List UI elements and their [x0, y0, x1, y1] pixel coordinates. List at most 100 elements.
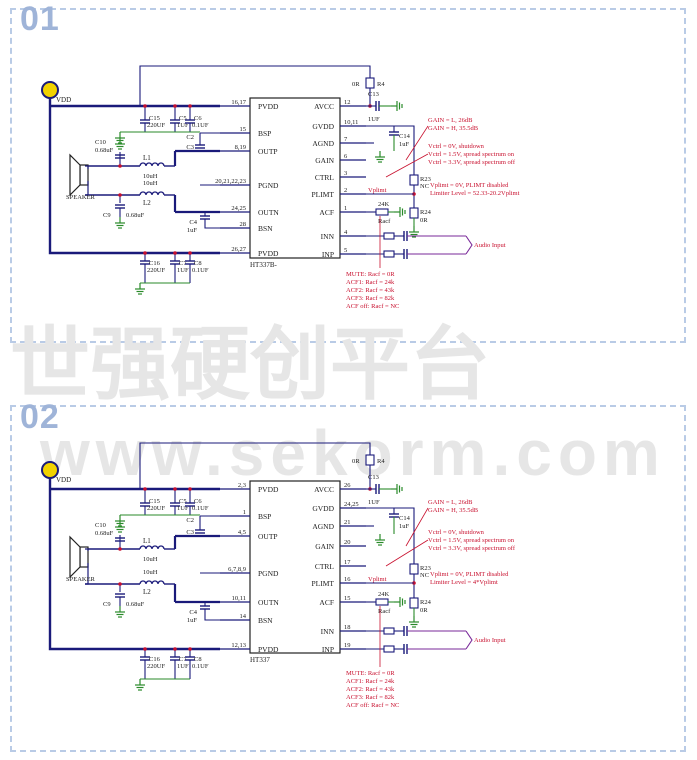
plimt-note: Vplimt = 0V, PLIMT disabled	[430, 571, 509, 578]
pin-number: 1	[344, 205, 347, 212]
component-value: 1uF	[399, 523, 410, 530]
pin-name: PGND	[258, 181, 279, 190]
wire	[366, 125, 395, 132]
pin-name: OUTN	[258, 208, 279, 217]
resistor	[383, 645, 395, 653]
pin-number: 1	[243, 509, 246, 516]
vdd-label: VDD	[56, 476, 71, 484]
pin-number: 12	[344, 99, 351, 106]
junction-dot	[173, 647, 177, 651]
component-ref: C9	[103, 601, 111, 608]
pin-number: 6	[344, 153, 348, 160]
ctrl-note: Vctrl = 3.3V, spread spectrum off	[428, 159, 516, 166]
ctrl-note: Vctrl = 3.3V, spread spectrum off	[428, 545, 516, 552]
pin-number: 20,21,22,23	[215, 178, 246, 185]
wire	[85, 563, 89, 585]
ic-part-number: HT337	[250, 656, 270, 664]
audio-input-label: Audio Input	[474, 242, 506, 249]
resistor	[409, 563, 419, 575]
component-ref: C14	[399, 515, 411, 522]
component-ref: C3	[186, 144, 194, 151]
component-ref: C15	[149, 498, 160, 505]
component-ref: C13	[368, 474, 379, 481]
resistor	[409, 597, 419, 609]
pin-name: ACF	[319, 208, 334, 217]
pin-number: 10,11	[232, 595, 246, 602]
component-value: 1uF	[187, 617, 198, 624]
audio-input-label: Audio Input	[474, 637, 506, 644]
component-value: 1uF	[399, 141, 410, 148]
pin-name: AGND	[312, 139, 334, 148]
acf-note: ACF1: Racf = 24k	[346, 279, 395, 286]
pin-number: 17	[344, 559, 351, 566]
acf-note: ACF off: Racf = NC	[346, 303, 399, 310]
schematic-02: HT337PVDD2,3BSP1OUTP4,5PGND6,7,8,9OUTN10…	[41, 442, 516, 709]
vplimt-label: Vplimt	[368, 576, 387, 583]
pin-name: PVDD	[258, 645, 279, 654]
component-value: 0.1UF	[192, 122, 209, 129]
schematic-panel-01	[10, 8, 686, 343]
wire	[366, 507, 395, 514]
component-ref: C10	[95, 139, 106, 146]
component-value: 1UF	[177, 267, 189, 274]
pin-number: 26,27	[231, 246, 246, 253]
power-rail	[48, 478, 220, 651]
pointer-line	[405, 125, 429, 161]
component-value: NC	[420, 572, 429, 579]
plimt-note: Vplimt = 0V, PLIMT disabled	[430, 182, 509, 189]
acf-note: ACF3: Racf = 82k	[346, 694, 395, 701]
pin-name: PVDD	[258, 485, 279, 494]
schematic-panel-02	[10, 405, 686, 752]
component-value: 0.1UF	[192, 267, 209, 274]
component-value: 10uH	[143, 569, 158, 576]
component-ref: C6	[194, 498, 202, 505]
component-ref: C4	[189, 609, 197, 616]
component-ref: R24	[420, 599, 432, 606]
pin-number: 3	[344, 170, 347, 177]
inductor	[139, 580, 165, 585]
component-ref: R23	[420, 176, 431, 183]
schematic-01: HT337B-PVDD16,17BSP15OUTP8,19PGND20,21,2…	[41, 65, 520, 310]
component-value: 0.1UF	[192, 505, 209, 512]
ic-body	[249, 480, 341, 654]
resistor	[365, 77, 375, 89]
resistor	[383, 250, 395, 258]
component-value: 0R	[352, 81, 360, 88]
wire	[85, 181, 89, 196]
wire	[204, 609, 220, 621]
gain-note: GAIN = L, 26dB	[428, 117, 473, 124]
junction-dot	[118, 547, 122, 551]
wire	[204, 219, 220, 229]
pin-name: BSP	[258, 512, 271, 521]
junction-dot	[143, 104, 147, 108]
plimt-note: Limiter Level = 4*Vplimt	[430, 579, 498, 586]
pin-number: 15	[240, 126, 247, 133]
junction-dot	[118, 582, 122, 586]
acf-note: ACF3: Racf = 82k	[346, 295, 395, 302]
wire	[85, 548, 89, 551]
pin-number: 10,11	[344, 119, 358, 126]
wire	[394, 125, 415, 175]
pin-name: PLIMT	[312, 579, 335, 588]
pin-number: 15	[344, 595, 351, 602]
acf-note: ACF off: Racf = NC	[346, 702, 399, 709]
component-ref: C4	[189, 219, 197, 226]
pin-name: AVCC	[314, 102, 334, 111]
component-value: 24K	[378, 591, 390, 598]
component-ref: R24	[420, 209, 432, 216]
pin-number: 7	[344, 136, 348, 143]
component-value: 220UF	[147, 505, 165, 512]
resistor	[365, 454, 375, 466]
ic-part-number: HT337B-	[250, 261, 278, 269]
component-ref: C2	[186, 134, 194, 141]
pin-number: 4	[344, 229, 348, 236]
pin-name: OUTP	[258, 532, 278, 541]
wire	[85, 165, 89, 169]
component-value: 10uH	[143, 556, 158, 563]
junction-dot	[173, 251, 177, 255]
component-value: 1UF	[177, 505, 189, 512]
pin-number: 21	[344, 519, 351, 526]
pin-number: 14	[240, 613, 247, 620]
speaker-icon	[69, 535, 81, 579]
